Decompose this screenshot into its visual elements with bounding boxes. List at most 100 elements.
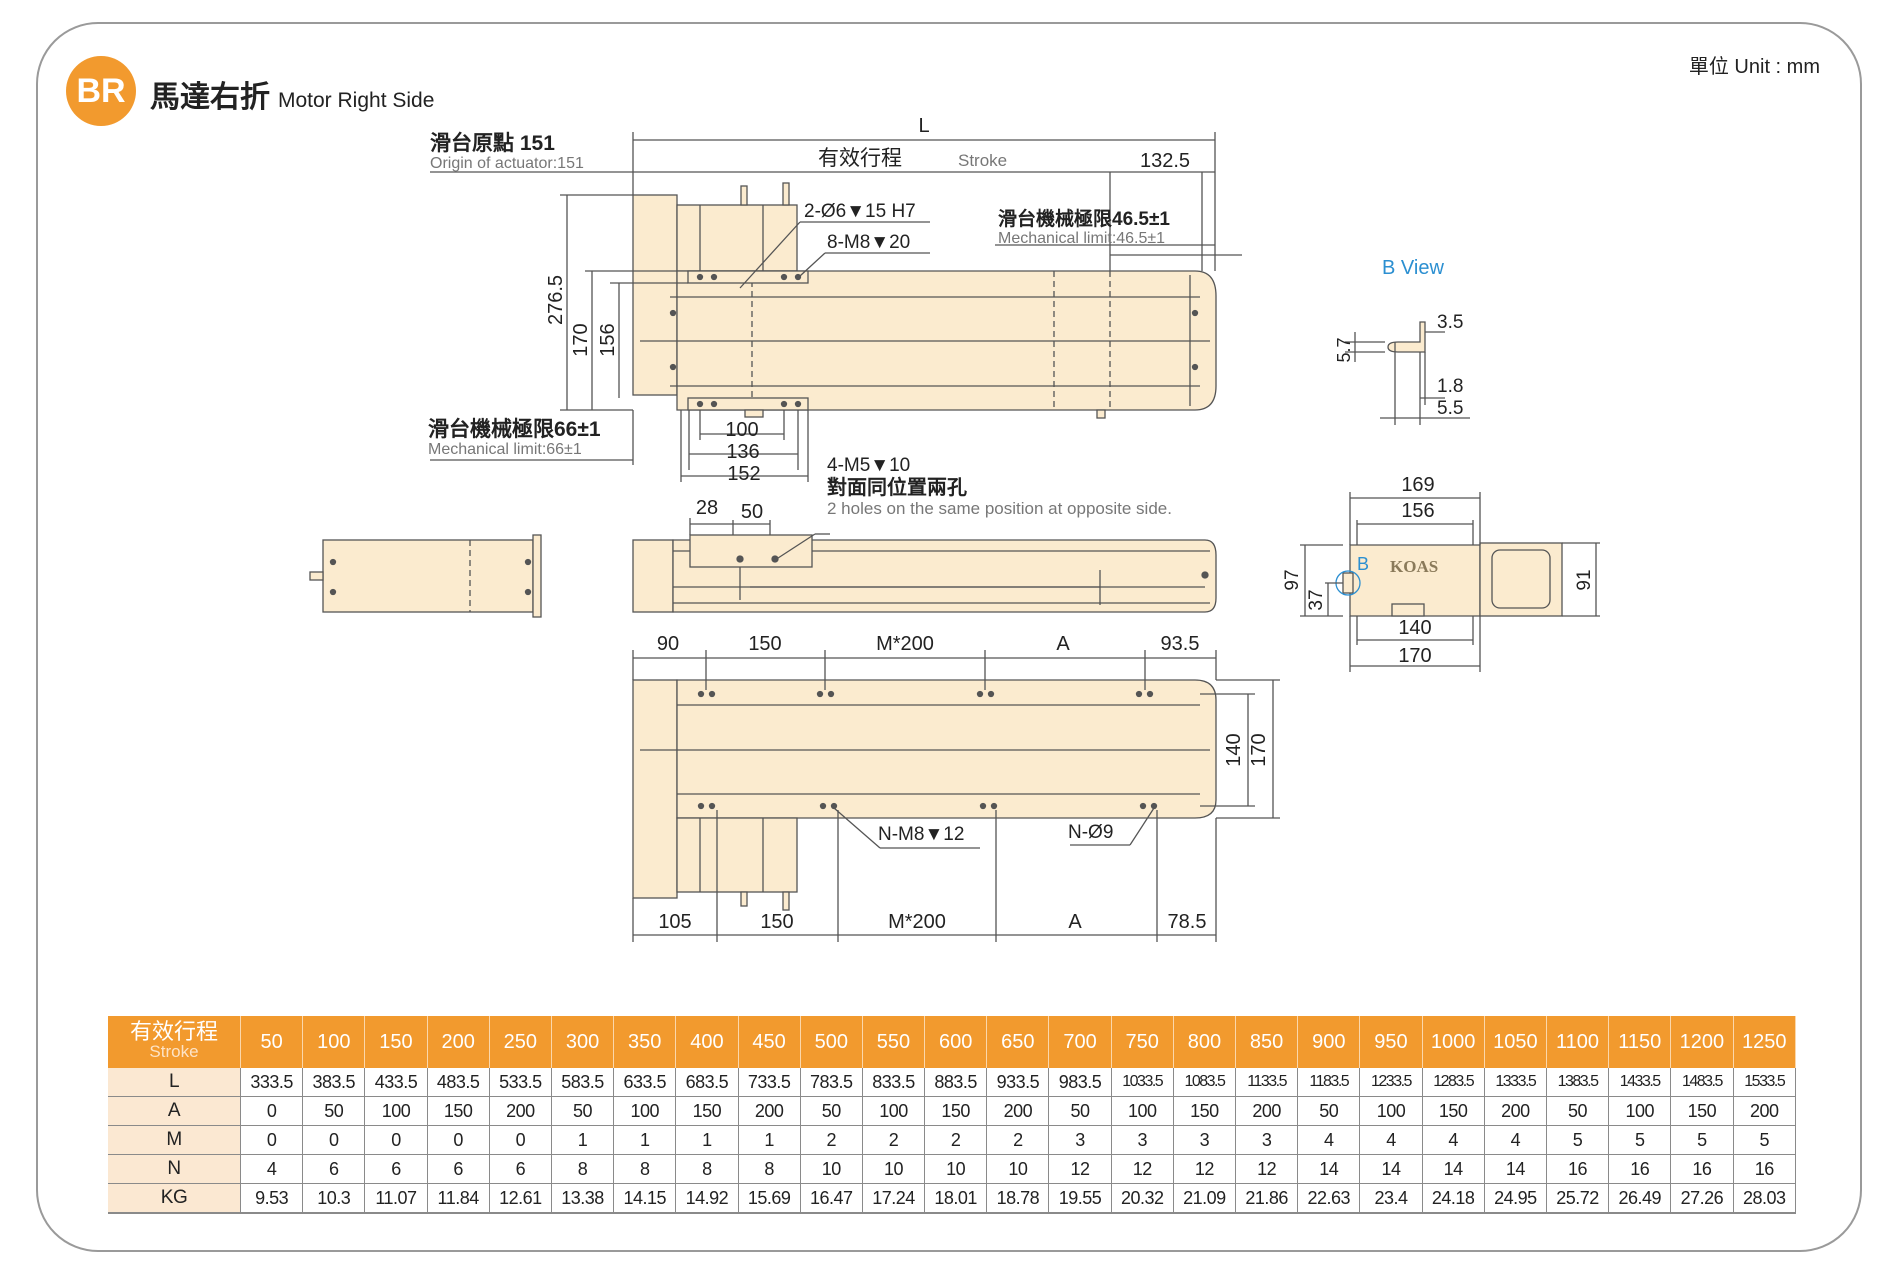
table-cell: 8 — [738, 1154, 801, 1184]
dim-276-5: 276.5 — [545, 275, 567, 325]
dim-50: 50 — [741, 501, 763, 523]
table-cell: 50 — [551, 1096, 615, 1126]
row-label-m: M — [108, 1125, 241, 1155]
table-cell: 733.5 — [738, 1068, 801, 1097]
table-cell: 12 — [1173, 1154, 1237, 1184]
table-cell: 633.5 — [613, 1068, 677, 1097]
side-hole-note-en: 2 holes on the same position at opposite… — [827, 499, 1172, 518]
dim-1-8: 1.8 — [1437, 376, 1463, 397]
table-cell: 1433.5 — [1608, 1068, 1672, 1097]
table-cell: 433.5 — [364, 1068, 428, 1097]
table-cell: 0 — [427, 1125, 490, 1155]
table-cell: 1333.5 — [1484, 1068, 1547, 1097]
table-cell: 1 — [613, 1125, 677, 1155]
table-cell: 24.95 — [1484, 1183, 1547, 1214]
stroke-col-650: 650 — [986, 1016, 1050, 1068]
table-cell: 5 — [1608, 1125, 1672, 1155]
dim-169: 169 — [1401, 474, 1434, 496]
table-cell: 1483.5 — [1670, 1068, 1734, 1097]
table-cell: 4 — [1359, 1125, 1423, 1155]
table-cell: 1 — [675, 1125, 739, 1155]
table-cell: 6 — [427, 1154, 490, 1184]
table-cell: 3 — [1048, 1125, 1112, 1155]
stroke-col-850: 850 — [1235, 1016, 1299, 1068]
dim-97: 97 — [1282, 569, 1303, 590]
table-cell: 27.26 — [1670, 1183, 1734, 1214]
table-cell: 17.24 — [862, 1183, 926, 1214]
stroke-col-1100: 1100 — [1546, 1016, 1610, 1068]
table-cell: 0 — [364, 1125, 428, 1155]
table-cell: 383.5 — [302, 1068, 366, 1097]
dim-156-top: 156 — [597, 323, 619, 356]
dim-170-bottom: 170 — [1248, 733, 1270, 766]
dim-5-5: 5.5 — [1437, 398, 1463, 419]
stroke-col-100: 100 — [302, 1016, 366, 1068]
stroke-col-600: 600 — [924, 1016, 988, 1068]
table-cell: 150 — [1422, 1096, 1485, 1126]
table-cell: 6 — [302, 1154, 366, 1184]
title-zh: 馬達右折 — [150, 81, 270, 114]
table-cell: 983.5 — [1048, 1068, 1112, 1097]
bottom-view — [632, 650, 1280, 942]
table-cell: 10 — [924, 1154, 988, 1184]
stroke-col-200: 200 — [427, 1016, 490, 1068]
dim-91: 91 — [1574, 569, 1595, 590]
table-cell: 583.5 — [551, 1068, 615, 1097]
table-cell: 3 — [1173, 1125, 1237, 1155]
table-cell: 1 — [551, 1125, 615, 1155]
table-cell: 50 — [800, 1096, 863, 1126]
row-label-n: N — [108, 1154, 241, 1184]
table-cell: 24.18 — [1422, 1183, 1485, 1214]
table-cell: 14.15 — [613, 1183, 677, 1214]
table-cell: 10 — [800, 1154, 863, 1184]
row-label-l: L — [108, 1068, 241, 1097]
table-cell: 833.5 — [862, 1068, 926, 1097]
table-cell: 6 — [489, 1154, 552, 1184]
stroke-col-750: 750 — [1111, 1016, 1174, 1068]
table-cell: 12 — [1048, 1154, 1112, 1184]
dim-L: L — [918, 115, 929, 137]
thread-hole-note: 8-M8▼20 — [827, 232, 910, 253]
table-cell: 14 — [1297, 1154, 1361, 1184]
table-cell: 2 — [800, 1125, 863, 1155]
table-cell: 1183.5 — [1297, 1068, 1361, 1097]
table-cell: 200 — [1235, 1096, 1299, 1126]
table-cell: 10.3 — [302, 1183, 366, 1214]
table-cell: 15.69 — [738, 1183, 801, 1214]
dim-105: 105 — [658, 911, 691, 933]
stroke-col-300: 300 — [551, 1016, 615, 1068]
table-cell: 200 — [1484, 1096, 1547, 1126]
table-cell: 6 — [364, 1154, 428, 1184]
dim-a-bottom: A — [1068, 911, 1082, 933]
table-cell: 10 — [862, 1154, 926, 1184]
dim-5-7: 5.7 — [1334, 337, 1354, 362]
table-cell: 18.78 — [986, 1183, 1050, 1214]
table-cell: 12.61 — [489, 1183, 552, 1214]
dim-37: 37 — [1306, 589, 1327, 610]
table-cell: 12 — [1111, 1154, 1174, 1184]
dim-150-bottom: 150 — [760, 911, 793, 933]
table-cell: 150 — [924, 1096, 988, 1126]
row-label-kg: KG — [108, 1183, 241, 1214]
table-cell: 25.72 — [1546, 1183, 1610, 1214]
dim-140-bottom: 140 — [1223, 733, 1245, 766]
table-cell: 0 — [240, 1125, 304, 1155]
stroke-col-350: 350 — [613, 1016, 677, 1068]
table-cell: 1083.5 — [1173, 1068, 1237, 1097]
table-cell: 14.92 — [675, 1183, 739, 1214]
dim-90: 90 — [657, 633, 679, 655]
table-cell: 8 — [613, 1154, 677, 1184]
table-cell: 100 — [613, 1096, 677, 1126]
bottom-actuator-body — [676, 679, 1217, 819]
table-cell: 4 — [240, 1154, 304, 1184]
table-cell: 14 — [1359, 1154, 1423, 1184]
table-cell: 50 — [1048, 1096, 1112, 1126]
stroke-col-950: 950 — [1359, 1016, 1423, 1068]
table-cell: 50 — [1546, 1096, 1610, 1126]
dim-170-top: 170 — [570, 323, 592, 356]
dim-93-5: 93.5 — [1161, 633, 1200, 655]
page-frame — [36, 22, 1862, 1252]
